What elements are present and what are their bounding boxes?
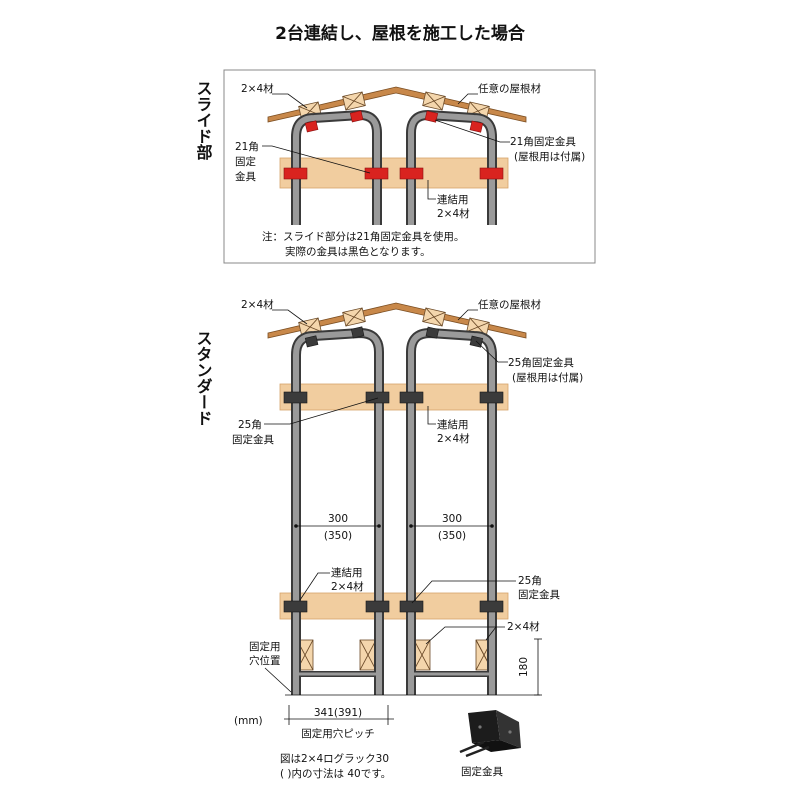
standard-label-25fix-2: (屋根用は付属) xyxy=(512,371,583,384)
standard-dim-pitch xyxy=(284,705,394,725)
standard-label-connect-low-2: 2×4材 xyxy=(331,580,364,593)
slide-label-connect-1: 連結用 xyxy=(437,193,469,206)
standard-dim-300 xyxy=(294,524,494,528)
standard-unit-mm: (mm) xyxy=(234,715,263,727)
slide-note-1: 注：スライド部分は21角固定金具を使用。 xyxy=(262,230,464,243)
standard-footnote-2: ( )内の寸法は 40です。 xyxy=(280,767,391,780)
slide-label-21-3: 金具 xyxy=(235,170,256,183)
slide-section-label: スライド部 xyxy=(194,80,213,161)
standard-section-label: スタンダード xyxy=(194,330,213,426)
standard-label-2x4-top: 2×4材 xyxy=(241,298,274,311)
standard-label-connect-low-1: 連結用 xyxy=(331,566,363,579)
standard-roof-board xyxy=(267,302,527,339)
standard-connecting-board-top xyxy=(279,383,509,411)
standard-dim-350-right: (350) xyxy=(438,530,466,542)
slide-section-frame xyxy=(223,69,596,264)
standard-dim-350-left: (350) xyxy=(324,530,352,542)
slide-label-roof: 任意の屋根材 xyxy=(478,82,541,95)
diagram-title: 2台連結し、屋根を施工した場合 xyxy=(275,23,526,44)
slide-section: スライド部 xyxy=(194,69,596,264)
standard-dim-300-right: 300 xyxy=(442,513,462,525)
standard-label-25fix-1: 25角固定金具 xyxy=(508,356,574,369)
slide-label-21fix-2: (屋根用は付属) xyxy=(514,150,585,163)
standard-label-connect-top-2: 2×4材 xyxy=(437,432,470,445)
slide-label-21-2: 固定 xyxy=(235,155,256,168)
bracket-illustration xyxy=(459,710,521,758)
standard-label-fixhole-1: 固定用 xyxy=(249,640,281,653)
standard-label-fixhole-2: 穴位置 xyxy=(249,654,281,667)
slide-pipe-frames xyxy=(291,109,497,225)
slide-label-21-1: 21角 xyxy=(235,141,259,153)
slide-label-2x4: 2×4材 xyxy=(241,82,274,95)
standard-dim-pitch-value: 341(391) xyxy=(314,707,362,719)
standard-dim-180-value: 180 xyxy=(518,657,530,677)
standard-label-pitch: 固定用穴ピッチ xyxy=(301,727,375,740)
slide-roof-board xyxy=(267,86,527,123)
standard-footnote-1: 図は2×4ログラック30 xyxy=(280,752,389,765)
standard-label-25-left-1: 25角 xyxy=(238,419,262,431)
slide-note-2: 実際の金具は黒色となります。 xyxy=(285,245,431,258)
standard-label-roof: 任意の屋根材 xyxy=(478,298,541,311)
standard-bottom-blocks xyxy=(296,639,493,671)
standard-connecting-board-low xyxy=(279,592,509,620)
slide-connecting-board xyxy=(279,157,509,189)
slide-label-connect-2: 2×4材 xyxy=(437,207,470,220)
standard-label-25-left-2: 固定金具 xyxy=(232,433,274,446)
standard-dim-180 xyxy=(534,638,542,696)
standard-pipe-frames xyxy=(291,327,497,695)
label-bracket: 固定金具 xyxy=(461,765,503,778)
standard-25mm-brackets xyxy=(283,326,504,613)
standard-label-25-right-1: 25角 xyxy=(518,575,542,587)
standard-section: スタンダード xyxy=(194,298,584,780)
standard-label-2x4-low: 2×4材 xyxy=(507,620,540,633)
standard-label-connect-top-1: 連結用 xyxy=(437,418,469,431)
slide-21mm-brackets xyxy=(283,110,504,180)
slide-label-21fix-1: 21角固定金具 xyxy=(510,135,576,148)
standard-label-25-right-2: 固定金具 xyxy=(518,588,560,601)
standard-dim-300-left: 300 xyxy=(328,513,348,525)
